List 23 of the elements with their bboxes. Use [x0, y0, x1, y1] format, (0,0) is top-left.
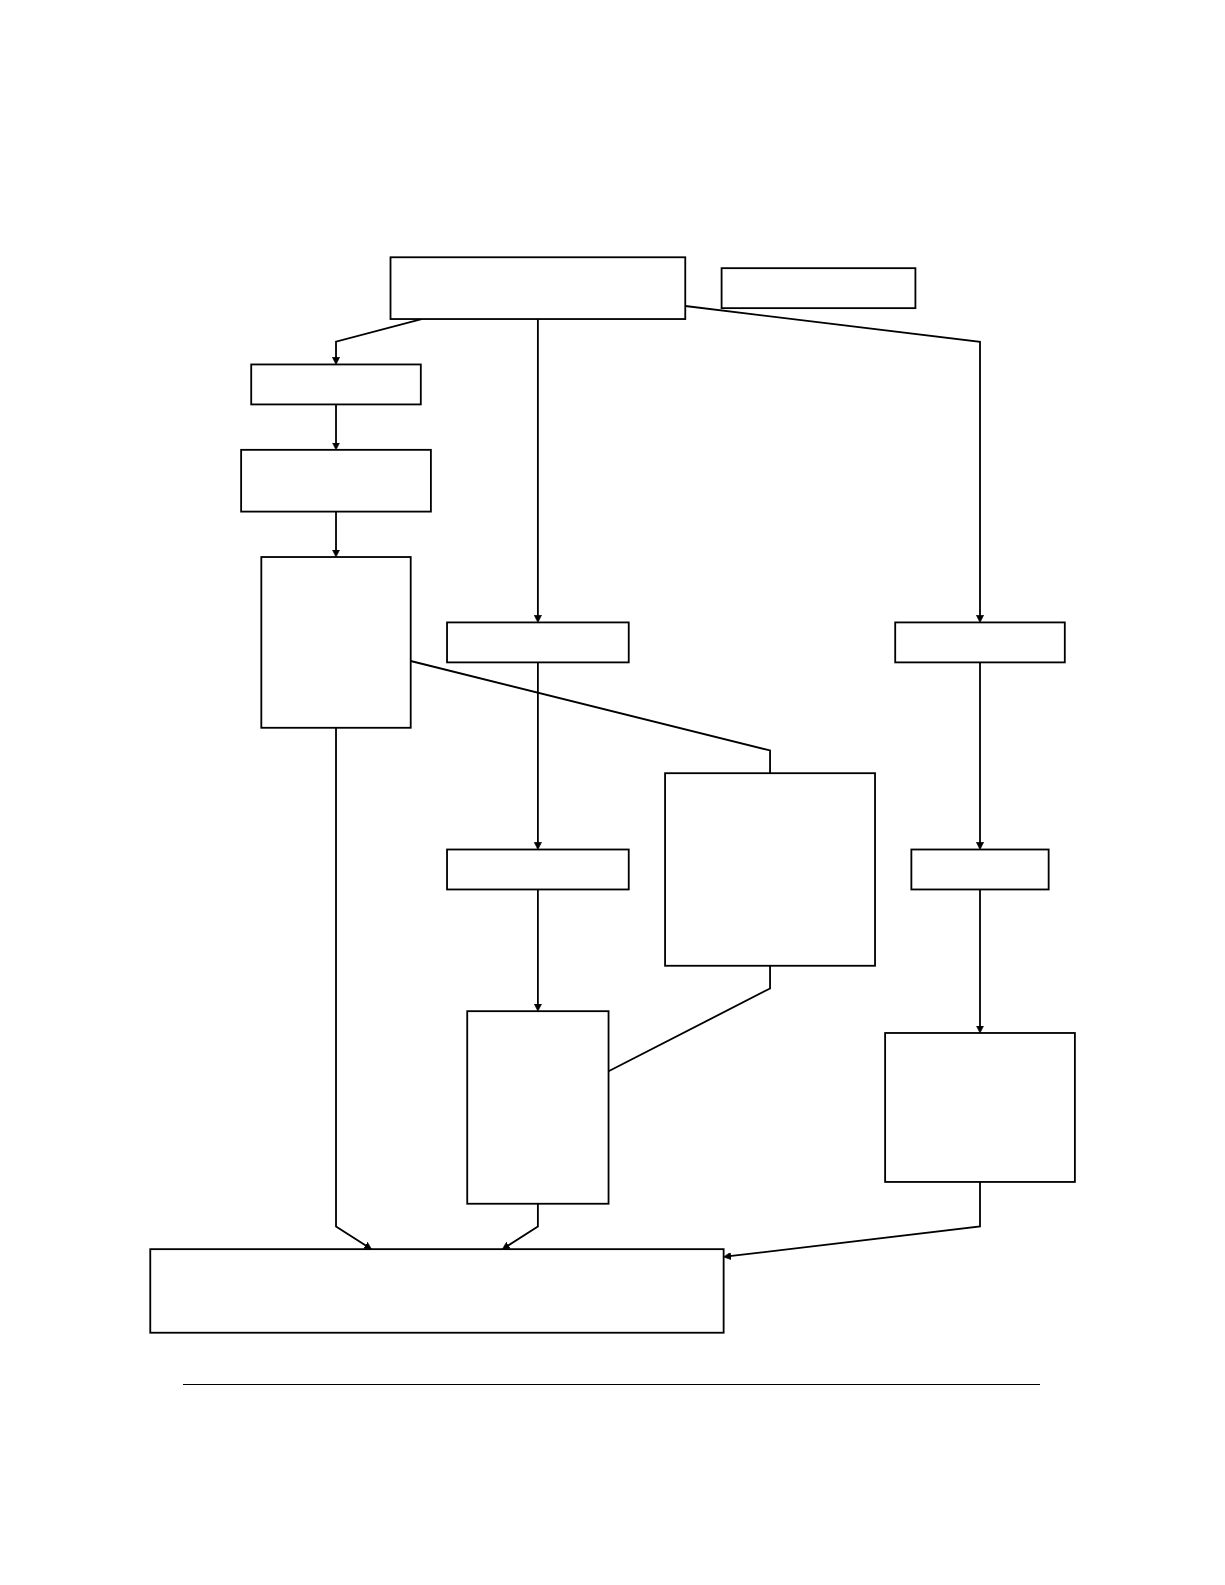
arrow [501, 1202, 539, 1250]
arrow [533, 661, 542, 850]
arrow [331, 510, 340, 558]
node-box [250, 363, 422, 406]
node-box [149, 1248, 725, 1334]
arrow [331, 403, 340, 451]
node-box [884, 1032, 1076, 1183]
node-box [466, 1010, 610, 1205]
node-box [240, 448, 432, 513]
arrow [723, 1181, 981, 1260]
node-box [446, 848, 630, 891]
arrow [975, 888, 984, 1034]
node-box [720, 267, 917, 310]
node-box [260, 556, 412, 729]
node-box [664, 772, 876, 967]
arrow [975, 661, 984, 850]
node-box [389, 256, 687, 320]
arrow [335, 726, 372, 1250]
arrow [533, 318, 542, 623]
node-box [446, 621, 630, 664]
node-box [910, 848, 1050, 891]
node-box [894, 621, 1066, 664]
arrow [533, 888, 542, 1012]
